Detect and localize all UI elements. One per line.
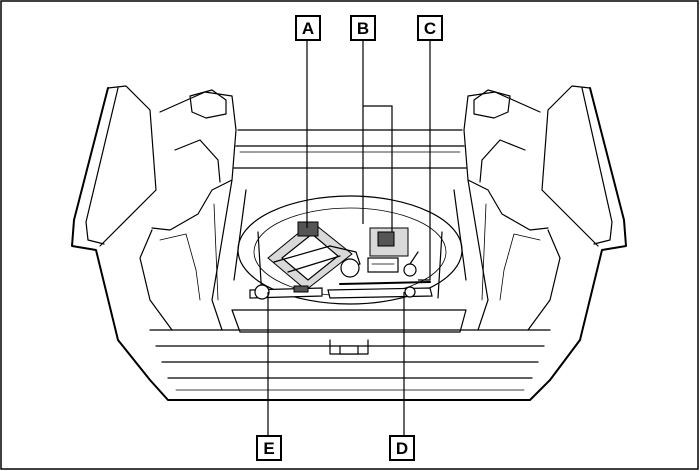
callout-d: D bbox=[389, 435, 415, 461]
callout-b: B bbox=[350, 15, 376, 41]
jack-handle bbox=[327, 286, 433, 299]
callout-e-label: E bbox=[263, 439, 274, 458]
callout-a: A bbox=[295, 15, 321, 41]
callout-c: C bbox=[417, 15, 443, 41]
wheel-nut-wrench bbox=[339, 251, 431, 285]
callout-c-label: C bbox=[424, 19, 436, 38]
callout-e: E bbox=[256, 435, 282, 461]
callout-b-label: B bbox=[357, 19, 369, 38]
tow-eyelet bbox=[249, 284, 323, 300]
tool-bag bbox=[367, 227, 409, 273]
callout-d-label: D bbox=[396, 439, 408, 458]
jack bbox=[267, 221, 361, 291]
callout-a-label: A bbox=[302, 19, 314, 38]
leader-lines bbox=[267, 39, 431, 436]
vehicle-body bbox=[71, 85, 627, 401]
